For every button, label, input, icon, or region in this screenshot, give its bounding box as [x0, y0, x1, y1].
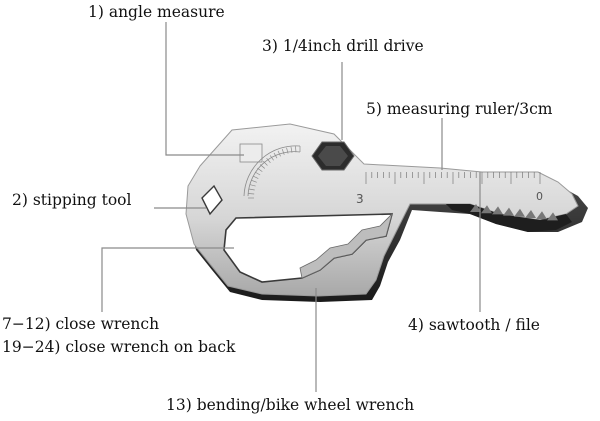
- saw-tooth: [536, 211, 547, 220]
- protractor-tick: [254, 171, 261, 176]
- protractor-tick: [262, 160, 268, 166]
- label-stripping-tool: 2) stipping tool: [12, 191, 132, 209]
- protractor-tick: [257, 167, 263, 172]
- engraved-number-mark: 3: [356, 192, 364, 206]
- ruler-ticks: [365, 172, 541, 184]
- saw-teeth: [470, 204, 558, 221]
- label-measuring-ruler: 5) measuring ruler/3cm: [366, 100, 553, 118]
- protractor-tick: [295, 146, 297, 153]
- protractor-tick: [252, 175, 259, 179]
- saw-tooth: [525, 210, 536, 218]
- label-angle-measure: 1) angle measure: [88, 3, 225, 21]
- label-bike-wheel-wrench: 13) bending/bike wheel wrench: [166, 396, 415, 414]
- wrench-steps: [299, 212, 393, 279]
- protractor-tick: [290, 146, 293, 153]
- label-close-wrench: 7−12) close wrench: [2, 315, 160, 333]
- protractor-tick: [259, 164, 265, 169]
- protractor-tick: [277, 150, 281, 157]
- protractor-tick: [286, 147, 289, 154]
- protractor-tick: [249, 184, 256, 187]
- saw-tooth: [503, 207, 514, 216]
- saw-tooth: [514, 208, 525, 217]
- key-tip-mark: 0: [536, 190, 543, 203]
- label-sawtooth-file: 4) sawtooth / file: [408, 316, 540, 334]
- protractor-tick: [266, 157, 271, 163]
- protractor-tick: [269, 155, 274, 161]
- protractor-tick: [273, 152, 278, 159]
- protractor-ticks: [248, 146, 301, 199]
- label-close-wrench-back: 19−24) close wrench on back: [2, 338, 236, 356]
- hex-drill-drive-inner: [318, 146, 348, 166]
- saw-tooth: [492, 206, 503, 215]
- leader-angle-measure: [165, 22, 244, 156]
- label-drill-drive: 3) 1/4inch drill drive: [262, 37, 424, 55]
- stripping-tool-slot: [201, 184, 223, 216]
- leader-close-wrench: [101, 247, 234, 312]
- saw-tooth: [481, 205, 492, 214]
- protractor-tick: [251, 179, 257, 183]
- protractor-tick: [248, 193, 255, 195]
- protractor-tick: [248, 188, 255, 191]
- leader-lines: [101, 22, 481, 392]
- saw-tooth: [470, 204, 481, 212]
- protractor-tick: [281, 149, 285, 155]
- angle-measure-scale: [239, 143, 301, 197]
- saw-tooth: [547, 212, 558, 221]
